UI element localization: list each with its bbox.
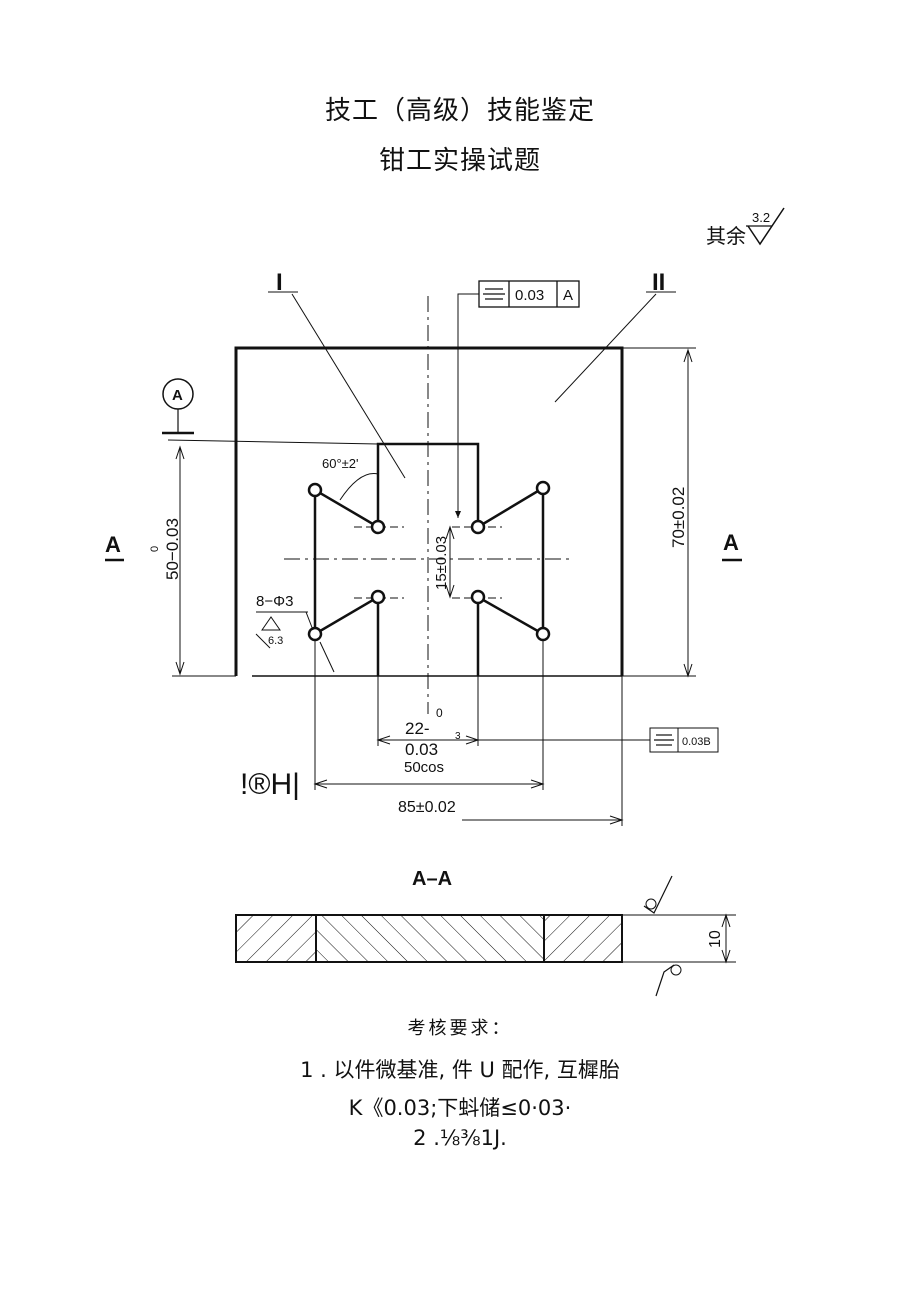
hole-circle [535, 480, 551, 496]
page-subtitle: 钳工实操试题 [378, 146, 541, 176]
surface-roughness-value: 3.2 [752, 210, 770, 225]
dim-22-upper: 0 [436, 706, 443, 720]
holes-group [307, 480, 551, 642]
hole-circle [470, 519, 486, 535]
holes-roughness: 6.3 [268, 635, 283, 647]
section-hatch-right [543, 914, 623, 963]
hole-circle [307, 482, 323, 498]
cut-profile [313, 442, 545, 676]
section-title: A–A [412, 868, 452, 890]
scan-artifact-text: !®H| [240, 768, 300, 801]
section-hatch-left [235, 914, 317, 963]
requirements-heading: 考核要求： [407, 1018, 513, 1039]
section-label-right: A [723, 530, 739, 555]
dim-50cos: 50cos [404, 759, 444, 776]
dim-22: 22- [405, 719, 430, 738]
dim-22-lower: 0.03 [405, 740, 438, 759]
requirements-line-2: K《0.03;下蚪储≤0·03· [348, 1096, 572, 1120]
tolerance-value-bottom: 0.03B [682, 736, 711, 748]
tolerance-frame-bottom [649, 727, 719, 753]
roughness-check-icon [655, 964, 675, 997]
dim-height-left-upper: 0 [149, 546, 161, 552]
surface-note: 其余 [706, 225, 746, 248]
hole-circle [535, 626, 551, 642]
hole-circle [370, 589, 386, 605]
datum-a-label: A [172, 387, 183, 404]
dim-thickness: 10 [707, 930, 724, 948]
plate-outline [234, 346, 624, 676]
roughness-triangle-icon [261, 616, 281, 631]
tolerance-value-top: 0.03 [515, 287, 544, 304]
symmetry-icon [654, 734, 674, 746]
requirements-line-1: 1 . 以件微基准, 件 U 配作, 互樨胎 [300, 1058, 620, 1082]
hole-circle [470, 589, 486, 605]
tolerance-datum-top: A [563, 287, 573, 304]
dim-height-left: 50−0.03 [163, 518, 182, 580]
roughness-symbol-icon [747, 207, 785, 246]
dim-15: 15±0.03 [433, 536, 450, 590]
symmetry-icon [483, 288, 505, 300]
section-hatch-middle [315, 914, 545, 963]
part-label-2: II [652, 269, 665, 296]
svg-text:3: 3 [455, 731, 461, 742]
part-label-1: I [276, 269, 283, 296]
holes-label: 8−Φ3 [256, 593, 293, 610]
dim-height-right: 70±0.02 [669, 487, 688, 548]
dim-85: 85±0.02 [398, 799, 456, 816]
roughness-check-icon [643, 875, 673, 914]
hole-circle [307, 626, 323, 642]
section-label-left: A [105, 532, 121, 557]
page-title: 技工（高级）技能鉴定 [324, 96, 595, 126]
requirements-line-3: 2 .⅛⅜1J. [413, 1126, 507, 1150]
angle-label: 60°±2' [322, 456, 359, 471]
hole-circle [370, 519, 386, 535]
